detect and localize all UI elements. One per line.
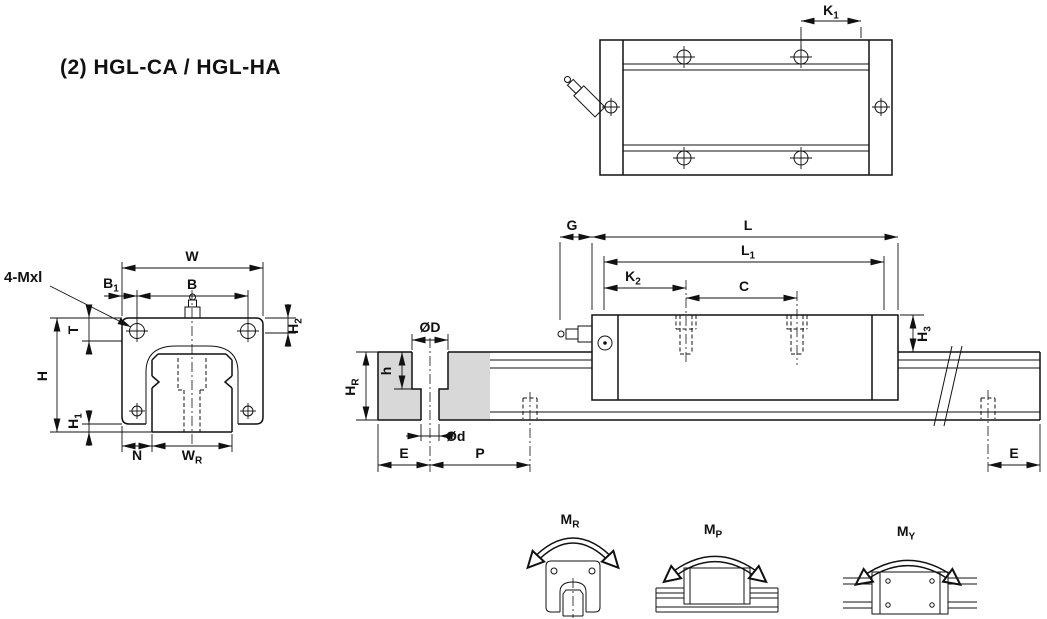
mini-side-view (655, 567, 779, 613)
dim-hr: HR (342, 351, 378, 421)
front-view: W B B1 T (4, 248, 305, 467)
grease-nipple-front (184, 293, 201, 319)
dim-wr: WR (152, 434, 233, 467)
dim-k1: K1 (800, 2, 862, 49)
dim-label-l1: L1 (741, 242, 756, 262)
roll-moment-arrow (533, 538, 613, 563)
mounting-holes-front (126, 320, 259, 419)
mini-top-view (843, 571, 977, 615)
rail-front-profile (151, 290, 233, 444)
tapped-hole-left (675, 280, 697, 365)
dim-label-t: T (65, 325, 81, 334)
moment-my: MY (843, 523, 977, 615)
dim-c: C (686, 278, 797, 302)
dim-label-e-left: E (399, 445, 408, 461)
break-mark (933, 345, 953, 427)
top-view: K1 (563, 2, 893, 176)
dim-label-b1: B1 (103, 275, 119, 295)
dim-label-k1: K1 (823, 2, 839, 22)
dim-label-n: N (132, 447, 142, 463)
block-front-outline (121, 317, 264, 425)
dim-h-small: h (378, 352, 412, 390)
grease-nipple-side (557, 325, 593, 343)
dim-dia-D: ØD (411, 319, 449, 350)
dim-label-p: P (475, 445, 484, 461)
grease-port (597, 335, 613, 351)
dim-label-b: B (187, 276, 197, 292)
dim-t: T (50, 304, 122, 355)
dim-label-wr: WR (182, 447, 203, 467)
label-4mxl: 4-Mxl (4, 269, 42, 286)
dim-k2: K2 (604, 268, 686, 292)
rail-side (490, 345, 1041, 427)
rail-hole-under-block (522, 392, 538, 472)
side-view: G L L1 K2 C (342, 217, 1041, 472)
callout-4mxl: 4-Mxl (4, 269, 132, 328)
grease-nipple-icon (563, 75, 606, 118)
dim-label-dia-d: Ød (446, 428, 465, 444)
dim-label-w: W (185, 248, 199, 264)
dim-e-left: E (377, 424, 430, 472)
block-top-outline (599, 39, 893, 176)
dim-h: H (34, 318, 152, 433)
mini-front-view (545, 560, 601, 618)
tapped-hole-right (786, 291, 808, 365)
dim-p: P (430, 445, 530, 469)
dim-label-k2: K2 (625, 268, 641, 288)
dim-label-g: G (567, 217, 578, 233)
dim-e-right: E (988, 424, 1041, 472)
dim-b1: B1 (103, 275, 137, 300)
dim-label-l: L (744, 217, 753, 233)
dim-l: L (591, 217, 899, 310)
dim-label-h1: H1 (65, 413, 85, 429)
dim-h2: H2 (265, 304, 305, 347)
moment-label-mp: MP (704, 521, 723, 541)
dim-h1: H1 (65, 410, 122, 446)
dim-l1: L1 (603, 242, 885, 310)
rail-bolt-hole-section (411, 352, 449, 420)
mounting-holes-top-view (602, 46, 890, 169)
moment-label-my: MY (897, 523, 916, 543)
dim-h3: H3 (900, 314, 934, 352)
dim-label-h: H (34, 371, 50, 381)
dim-label-dia-D: ØD (420, 319, 441, 335)
rail-hole-right (980, 390, 996, 472)
dim-label-c: C (739, 278, 749, 294)
dim-label-hr: HR (342, 378, 362, 396)
dim-label-h3: H3 (914, 326, 934, 342)
moment-label-mr: MR (561, 511, 581, 531)
dim-label-h2: H2 (285, 318, 305, 334)
dim-dia-d: Ød (406, 424, 465, 444)
dim-g: G (559, 217, 592, 320)
dim-w: W (121, 248, 264, 316)
break-mark (943, 345, 963, 427)
moment-mp: MP (655, 521, 779, 613)
block-side (557, 280, 899, 401)
rail-cross-section (377, 338, 490, 472)
dim-label-h-small: h (378, 367, 394, 376)
page-title: (2) HGL-CA / HGL-HA (60, 56, 282, 79)
dim-label-e-right: E (1009, 445, 1018, 461)
moment-mr: MR (533, 511, 613, 618)
dim-b: B (136, 276, 249, 320)
